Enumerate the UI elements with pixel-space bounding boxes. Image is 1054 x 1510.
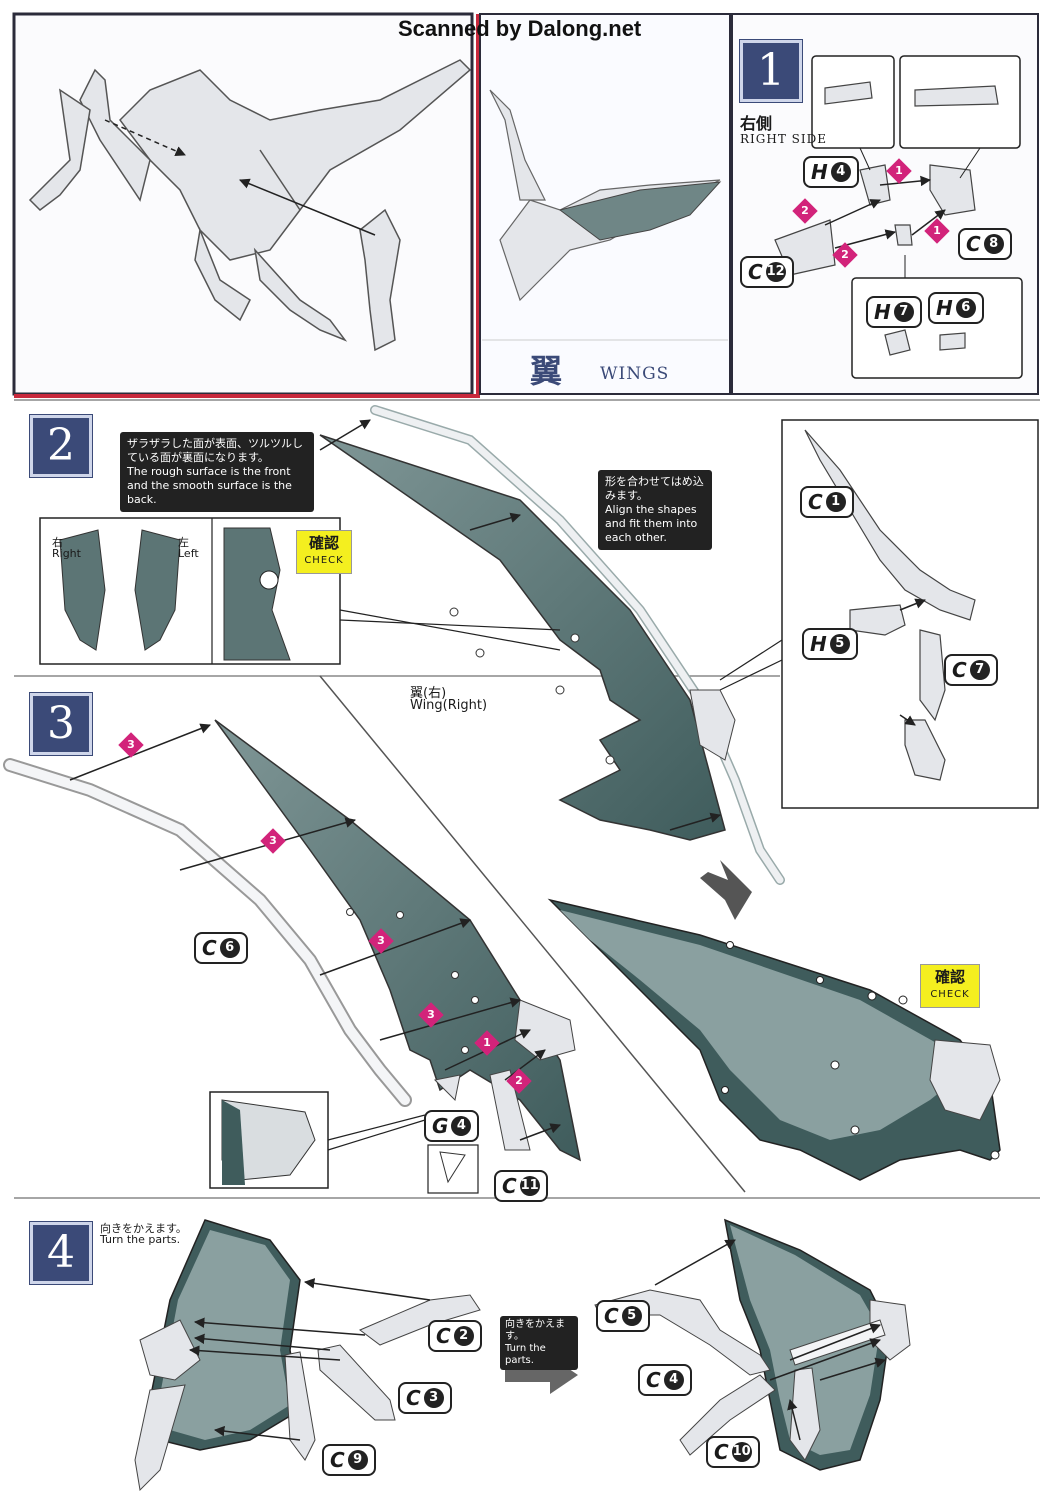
- order-mark: 3: [418, 1002, 444, 1028]
- wing-right-label-en: Wing(Right): [410, 698, 488, 713]
- turn-note-badge: 向きをかえます。 Turn the parts.: [500, 1316, 578, 1370]
- right-label-jp: 右: [52, 536, 63, 549]
- order-mark: 3: [260, 828, 286, 854]
- turn-note-jp: 向きをかえます。: [100, 1222, 187, 1235]
- wings-title: WINGS: [600, 364, 670, 384]
- wing-membrane-step2: [319, 434, 726, 841]
- scan-watermark: Scanned by Dalong.net: [398, 16, 642, 41]
- order-mark: 1: [924, 218, 950, 244]
- wings-title-kanji: 翼: [530, 352, 563, 390]
- step-1-number: 1: [740, 40, 802, 102]
- left-label-jp: 左: [178, 536, 189, 549]
- order-mark: 3: [368, 928, 394, 954]
- step-2-number: 2: [30, 415, 92, 477]
- step-3-number: 3: [30, 693, 92, 755]
- dragon-illustration: [28, 59, 472, 352]
- turn-note-en: Turn the parts.: [100, 1233, 181, 1246]
- order-mark: 2: [832, 242, 858, 268]
- order-mark: 1: [474, 1030, 500, 1056]
- align-note: 形を合わせてはめ込みます。 Align the shapes and fit t…: [598, 470, 712, 550]
- order-mark: 2: [506, 1068, 532, 1094]
- step-1-side-en: RIGHT SIDE: [740, 132, 827, 146]
- right-label-en: Right: [52, 547, 81, 560]
- step-1-side-jp: 右側: [740, 114, 773, 133]
- order-mark: 1: [886, 158, 912, 184]
- step-4-number: 4: [30, 1222, 92, 1284]
- surface-note: ザラザラした面が表面、ツルツルしている面が裏面になります。 The rough …: [120, 432, 314, 512]
- left-label-en: Left: [178, 547, 199, 560]
- wing-right-label-jp: 翼(右): [410, 686, 447, 701]
- order-mark: 2: [792, 198, 818, 224]
- order-mark: 3: [118, 732, 144, 758]
